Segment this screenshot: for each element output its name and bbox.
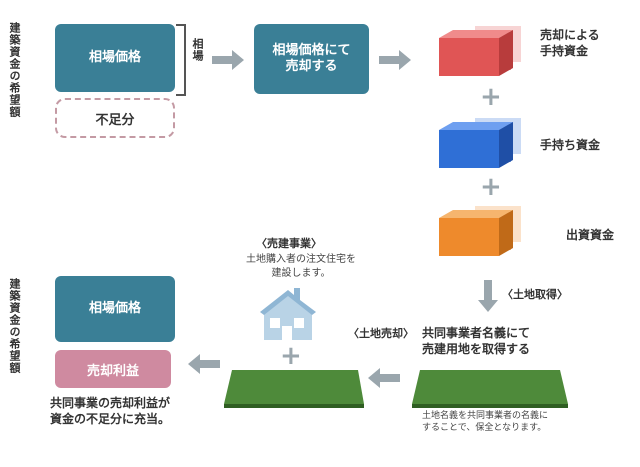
arrow-left-icon — [368, 368, 400, 388]
shortfall-box: 不足分 — [55, 98, 175, 138]
sale-funds-block-icon — [439, 26, 521, 76]
arrow-down-icon — [478, 280, 498, 312]
plus-icon: + — [480, 172, 502, 202]
plus-icon: + — [280, 341, 302, 371]
arrow-right-icon — [212, 50, 244, 70]
build-sell-desc: 土地購入者の注文住宅を 建設します。 — [246, 254, 356, 279]
investment-block-icon — [439, 206, 521, 256]
land-plot-center-icon — [224, 370, 364, 408]
market-price-box-top: 相場価格 — [55, 24, 175, 92]
bracket — [176, 24, 186, 96]
joint-purchase-label: 共同事業者名義にて 売建用地を取得する — [422, 326, 531, 356]
land-sale-label: 〈土地売却〉 — [348, 327, 414, 340]
own-funds-block-icon — [439, 118, 521, 168]
market-price-label: 相場価格 — [88, 49, 141, 65]
sell-at-market-label: 相場価格にて 売却する — [272, 42, 351, 74]
market-price-box-bottom: 相場価格 — [55, 276, 175, 342]
sale-profit-box: 売却利益 — [55, 350, 171, 388]
land-note: 土地名義を共同事業者の名義に することで、保全となります。 — [422, 411, 549, 434]
sell-at-market-box: 相場価格にて 売却する — [254, 24, 369, 94]
investment-label: 出資資金 — [566, 228, 615, 242]
land-acquisition-label: 〈土地取得〉 — [502, 288, 568, 301]
build-sell-title: 〈売建事業〉 — [256, 237, 322, 250]
market-price-label: 相場価格 — [88, 300, 141, 316]
sale-profit-label: 売却利益 — [86, 363, 139, 379]
shortfall-label: 不足分 — [95, 112, 135, 128]
profit-note: 共同事業の売却利益が 資金の不足分に充当。 — [50, 396, 171, 426]
plus-icon: + — [480, 82, 502, 112]
vertical-label-top: 建築資金の希望額 — [8, 22, 21, 118]
arrow-left-icon — [188, 354, 220, 374]
vertical-label-bottom: 建築資金の希望額 — [8, 278, 21, 374]
own-funds-label: 手持ち資金 — [540, 138, 601, 152]
arrow-right-icon — [379, 50, 411, 70]
house-icon — [260, 288, 316, 340]
bracket-label: 相場 — [191, 38, 204, 62]
sale-funds-label: 売却による 手持資金 — [540, 28, 600, 58]
land-plot-right-icon — [412, 370, 568, 408]
